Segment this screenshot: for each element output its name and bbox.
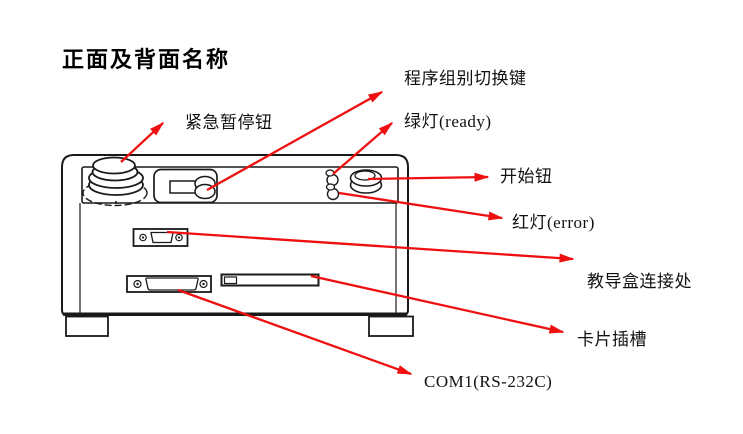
arrow-green-light: [332, 122, 394, 175]
label-com1: COM1(RS-232C): [424, 372, 553, 391]
start-button-drawing: [349, 169, 383, 194]
label-program-switch: 程序组别切换键: [404, 69, 527, 88]
label-card-slot: 卡片插槽: [577, 330, 647, 349]
arrow-emergency-stop: [120, 121, 165, 163]
arrow-red-light: [338, 191, 504, 221]
red-indicator-light: [325, 183, 340, 201]
controller-body: [61, 154, 414, 337]
arrow-com1: [177, 288, 413, 376]
display-window: [169, 180, 197, 194]
program-switch-panel-drawing: [153, 168, 218, 204]
label-teach-pendant: 教导盒连接处: [587, 272, 692, 291]
foot-right: [368, 315, 414, 337]
label-emergency-stop: 紧急暂停钮: [185, 113, 273, 132]
page-title: 正面及背面名称: [62, 47, 231, 72]
foot-left: [65, 315, 109, 337]
label-start-button: 开始钮: [500, 167, 553, 186]
teach-pendant-connector-drawing: [132, 228, 189, 247]
arrow-card-slot: [310, 274, 565, 334]
arrow-teach-pendant: [166, 230, 575, 263]
label-green-light: 绿灯(ready): [404, 112, 492, 131]
emergency-stop-button-drawing: [82, 156, 148, 207]
arrow-start-button: [367, 172, 490, 182]
label-red-light: 红灯(error): [512, 213, 595, 232]
com1-connector-drawing: [126, 275, 212, 293]
top-control-strip: [81, 166, 399, 204]
card-slot-drawing: [220, 273, 320, 287]
arrow-program-switch: [206, 90, 384, 192]
